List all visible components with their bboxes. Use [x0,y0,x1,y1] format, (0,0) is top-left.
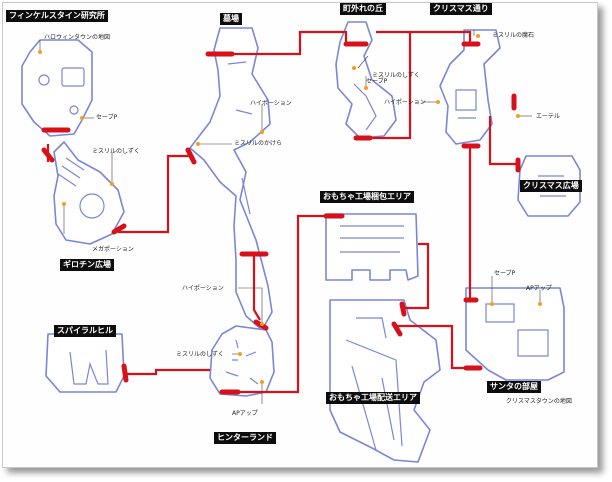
door-wrapping-right [399,301,407,317]
door-lab-exit [41,147,55,163]
label-christmas-street: クリスマス通り [430,3,492,15]
item-dot-ap-santa [538,302,542,306]
leader-hipotion-hinter [238,287,263,324]
label-shipping: おもちゃ工場配送エリア [326,392,420,404]
door-spiral [121,363,129,383]
door-guillotine [111,223,127,235]
spiral-path [69,349,109,385]
item-dot-hipotion-hinter [260,322,264,326]
room-santa [465,287,565,381]
item-dot-mythril-shard [196,142,200,146]
shipping-belts [345,317,403,451]
item-ap-hinter: APアップ [232,410,258,417]
hill-path [353,83,377,131]
item-dot-save-santa [490,302,494,306]
room-spiral [45,333,125,393]
door-shipping [391,321,403,337]
route-guillotine-graveyard [118,154,192,234]
lab-machine [38,74,50,86]
route-hinterland-wrapping [230,214,326,394]
room-shipping [329,299,441,463]
item-dot-ap-hinter [260,380,264,384]
label-wrapping: おもちゃ工場梱包エリア [320,191,414,203]
item-dot-save-lab [80,116,84,120]
item-dot-ether [516,114,520,118]
street-buildings [455,89,477,119]
route-shipping-santa [396,324,474,370]
item-mythril-hill: ミスリルのしずく [372,72,420,79]
item-ap-santa: APアップ [526,285,552,292]
route-graveyard-hill [226,30,348,56]
hinterland-tree [225,339,259,385]
route-hill-street-top [410,30,472,44]
room-christmas-street [439,29,501,145]
guillotine-stairs [57,157,85,187]
graveyard-detail [227,61,253,215]
label-spiral: スパイラルヒル [54,325,116,337]
item-dot-mythril-hill [352,66,356,70]
label-hill: 町外れの丘 [340,3,386,15]
route-street-plaza [488,116,520,166]
item-dot-mythril-lab [110,182,114,186]
santa-furniture [485,303,549,357]
wrapping-stacks [340,225,404,253]
room-hinterland [209,325,275,397]
leader-mythril-hill [357,55,369,69]
lab-table [61,67,85,87]
lab-pod [69,105,79,115]
item-dot-hipotion-hill [436,100,440,104]
label-santa-room: サンタの部屋 [487,381,541,393]
room-lab [21,39,93,137]
item-dot-halloween-map [38,50,42,54]
item-save-hill: セーブP [366,78,388,85]
label-hinterland: ヒンターランド [214,432,276,444]
label-christmas-plaza: クリスマス広場 [520,180,582,192]
guillotine-fountain [79,193,105,219]
item-save-lab: セーブP [96,114,118,121]
item-save-santa: セーブP [494,270,516,277]
item-dot-mega-potion [62,202,66,206]
item-mythril-hinter: ミスリルのしずく [176,351,224,358]
item-mythril-lab: ミスリルのしずく [92,148,140,155]
item-hipotion-grave: ハイポーション [250,100,292,107]
door-graveyard-left [185,147,197,165]
item-dot-mythril-stone [476,34,480,38]
route-graveyard-hinterland [252,256,261,321]
label-guillotine: ギロチン広場 [60,259,114,271]
item-dot-mythril-hinter [238,352,242,356]
item-christmas-map: クリスマスタウンの地図 [506,398,572,405]
room-wrapping [325,213,419,281]
item-ether: エーテル [536,113,561,120]
item-mythril-stone: ミスリルの魔石 [492,32,535,39]
room-guillotine [53,141,125,245]
route-spiral-hinterland [124,368,210,376]
label-lab: フィンケルスタイン研究所 [6,10,108,22]
item-hipotion-hill: ハイポーション [384,99,426,106]
route-hill-street [362,30,412,140]
plaza-tree [538,175,566,197]
item-halloween-map: ハロウィンタウンの地図 [44,34,111,41]
item-dot-save-hill [364,86,368,90]
item-dot-hipotion-grave [260,130,264,134]
label-graveyard: 墓場 [220,13,242,25]
item-mega-potion: メガポーション [92,246,134,253]
item-hipotion-hinter: ハイポーション [182,285,224,292]
route-wrapping-shipping [404,242,430,310]
item-mythril-shard: ミスリルのかけら [234,140,283,147]
